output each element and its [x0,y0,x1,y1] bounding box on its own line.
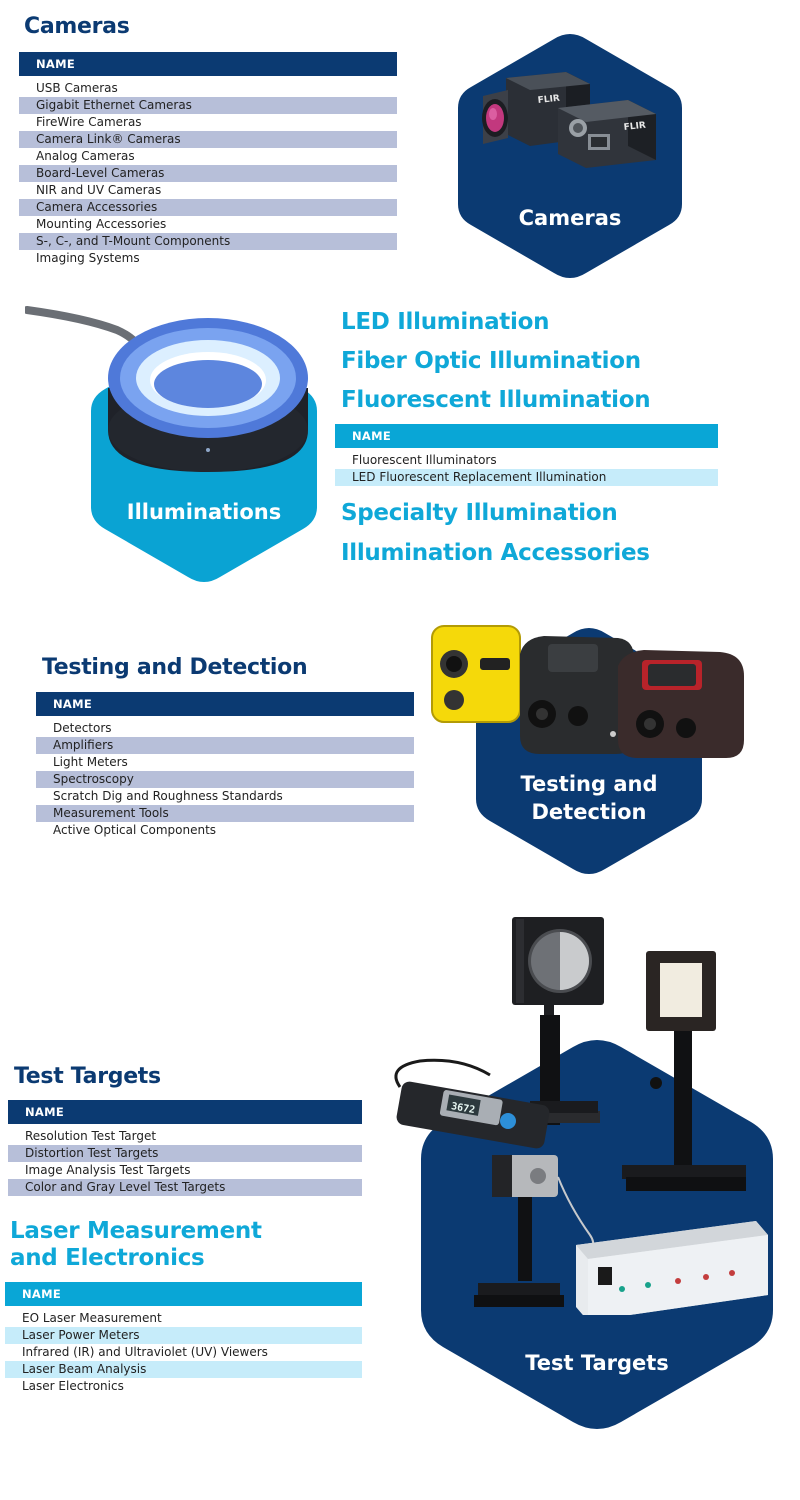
illuminations-hex-label: Illuminations [126,500,282,524]
camera-brand-label-2: FLIR [623,121,646,133]
laser-heading-line1: Laser Measurement [10,1218,262,1244]
table-row-light-meters[interactable]: Light Meters [53,755,128,769]
table-row-measurement-tools[interactable]: Measurement Tools [36,805,414,822]
link-led-illumination[interactable]: LED Illumination [341,309,550,335]
testing-heading[interactable]: Testing and Detection [42,655,308,680]
camera-brand-label-1: FLIR [537,94,560,106]
test-targets-heading[interactable]: Test Targets [14,1064,161,1089]
testing-hex-label-line1: Testing and [520,772,658,796]
link-fiber-optic-illumination[interactable]: Fiber Optic Illumination [341,348,641,374]
laser-table: NAME EO Laser Measurement Laser Power Me… [5,1282,362,1395]
table-row-resolution-test-target[interactable]: Resolution Test Target [25,1129,157,1143]
table-row-detectors[interactable]: Detectors [53,721,112,735]
table-row-ir-uv-viewers[interactable]: Infrared (IR) and Ultraviolet (UV) Viewe… [22,1345,268,1359]
cameras-heading[interactable]: Cameras [24,14,130,39]
test-targets-table-header: NAME [8,1100,362,1124]
link-fluorescent-illumination[interactable]: Fluorescent Illumination [341,387,651,413]
table-row-color-gray-test-targets[interactable]: Color and Gray Level Test Targets [8,1179,362,1196]
table-row-spectroscopy[interactable]: Spectroscopy [36,771,414,788]
fluorescent-table: NAME Fluorescent Illuminators LED Fluore… [335,424,718,486]
table-row-mount-components[interactable]: S-, C-, and T-Mount Components [19,233,397,250]
testing-hex-label-line2: Detection [531,800,647,824]
table-row-usb-cameras[interactable]: USB Cameras [36,81,118,95]
table-row-nir-uv-cameras[interactable]: NIR and UV Cameras [36,183,162,197]
cameras-table: NAME USB Cameras Gigabit Ethernet Camera… [19,52,397,267]
laser-heading-line2: and Electronics [10,1245,205,1271]
test-targets-hex-label: Test Targets [525,1351,669,1375]
table-row-scratch-dig-standards[interactable]: Scratch Dig and Roughness Standards [53,789,283,803]
table-row-active-optical-components[interactable]: Active Optical Components [53,823,217,837]
table-row-laser-power-meters[interactable]: Laser Power Meters [5,1327,362,1344]
power-meter-display: 3672 [450,1101,476,1116]
link-illumination-accessories[interactable]: Illumination Accessories [341,540,650,566]
table-row-gige-cameras[interactable]: Gigabit Ethernet Cameras [19,97,397,114]
table-row-imaging-systems[interactable]: Imaging Systems [36,251,140,265]
table-row-camera-link-cameras[interactable]: Camera Link® Cameras [19,131,397,148]
table-row-fluorescent-illuminators[interactable]: Fluorescent Illuminators [352,453,497,467]
testing-table: NAME Detectors Amplifiers Light Meters S… [36,692,414,839]
link-specialty-illumination[interactable]: Specialty Illumination [341,500,618,526]
illuminations-product-image [23,300,325,478]
table-row-mounting-accessories[interactable]: Mounting Accessories [36,217,167,231]
test-targets-product-image: 3672 [380,915,780,1321]
table-row-analog-cameras[interactable]: Analog Cameras [36,149,135,163]
cameras-product-image: FLIR FLIR [478,68,663,168]
table-row-eo-laser-measurement[interactable]: EO Laser Measurement [22,1311,162,1325]
table-row-laser-beam-analysis[interactable]: Laser Beam Analysis [5,1361,362,1378]
table-row-firewire-cameras[interactable]: FireWire Cameras [36,115,142,129]
test-targets-table: NAME Resolution Test Target Distortion T… [8,1100,362,1196]
table-row-board-level-cameras[interactable]: Board-Level Cameras [19,165,397,182]
testing-table-header: NAME [36,692,414,716]
cameras-hex-label: Cameras [518,206,622,230]
testing-hex-label: Testing and Detection [473,770,705,826]
table-row-camera-accessories[interactable]: Camera Accessories [19,199,397,216]
table-row-amplifiers[interactable]: Amplifiers [36,737,414,754]
table-row-distortion-test-targets[interactable]: Distortion Test Targets [8,1145,362,1162]
table-row-image-analysis-test-targets[interactable]: Image Analysis Test Targets [25,1163,191,1177]
table-row-laser-electronics[interactable]: Laser Electronics [22,1379,124,1393]
testing-product-image [428,624,748,764]
cameras-table-header: NAME [19,52,397,76]
table-row-led-fluorescent-replacement[interactable]: LED Fluorescent Replacement Illumination [335,469,718,486]
fluorescent-table-header: NAME [335,424,718,448]
laser-table-header: NAME [5,1282,362,1306]
laser-heading[interactable]: Laser Measurement and Electronics [10,1218,262,1272]
